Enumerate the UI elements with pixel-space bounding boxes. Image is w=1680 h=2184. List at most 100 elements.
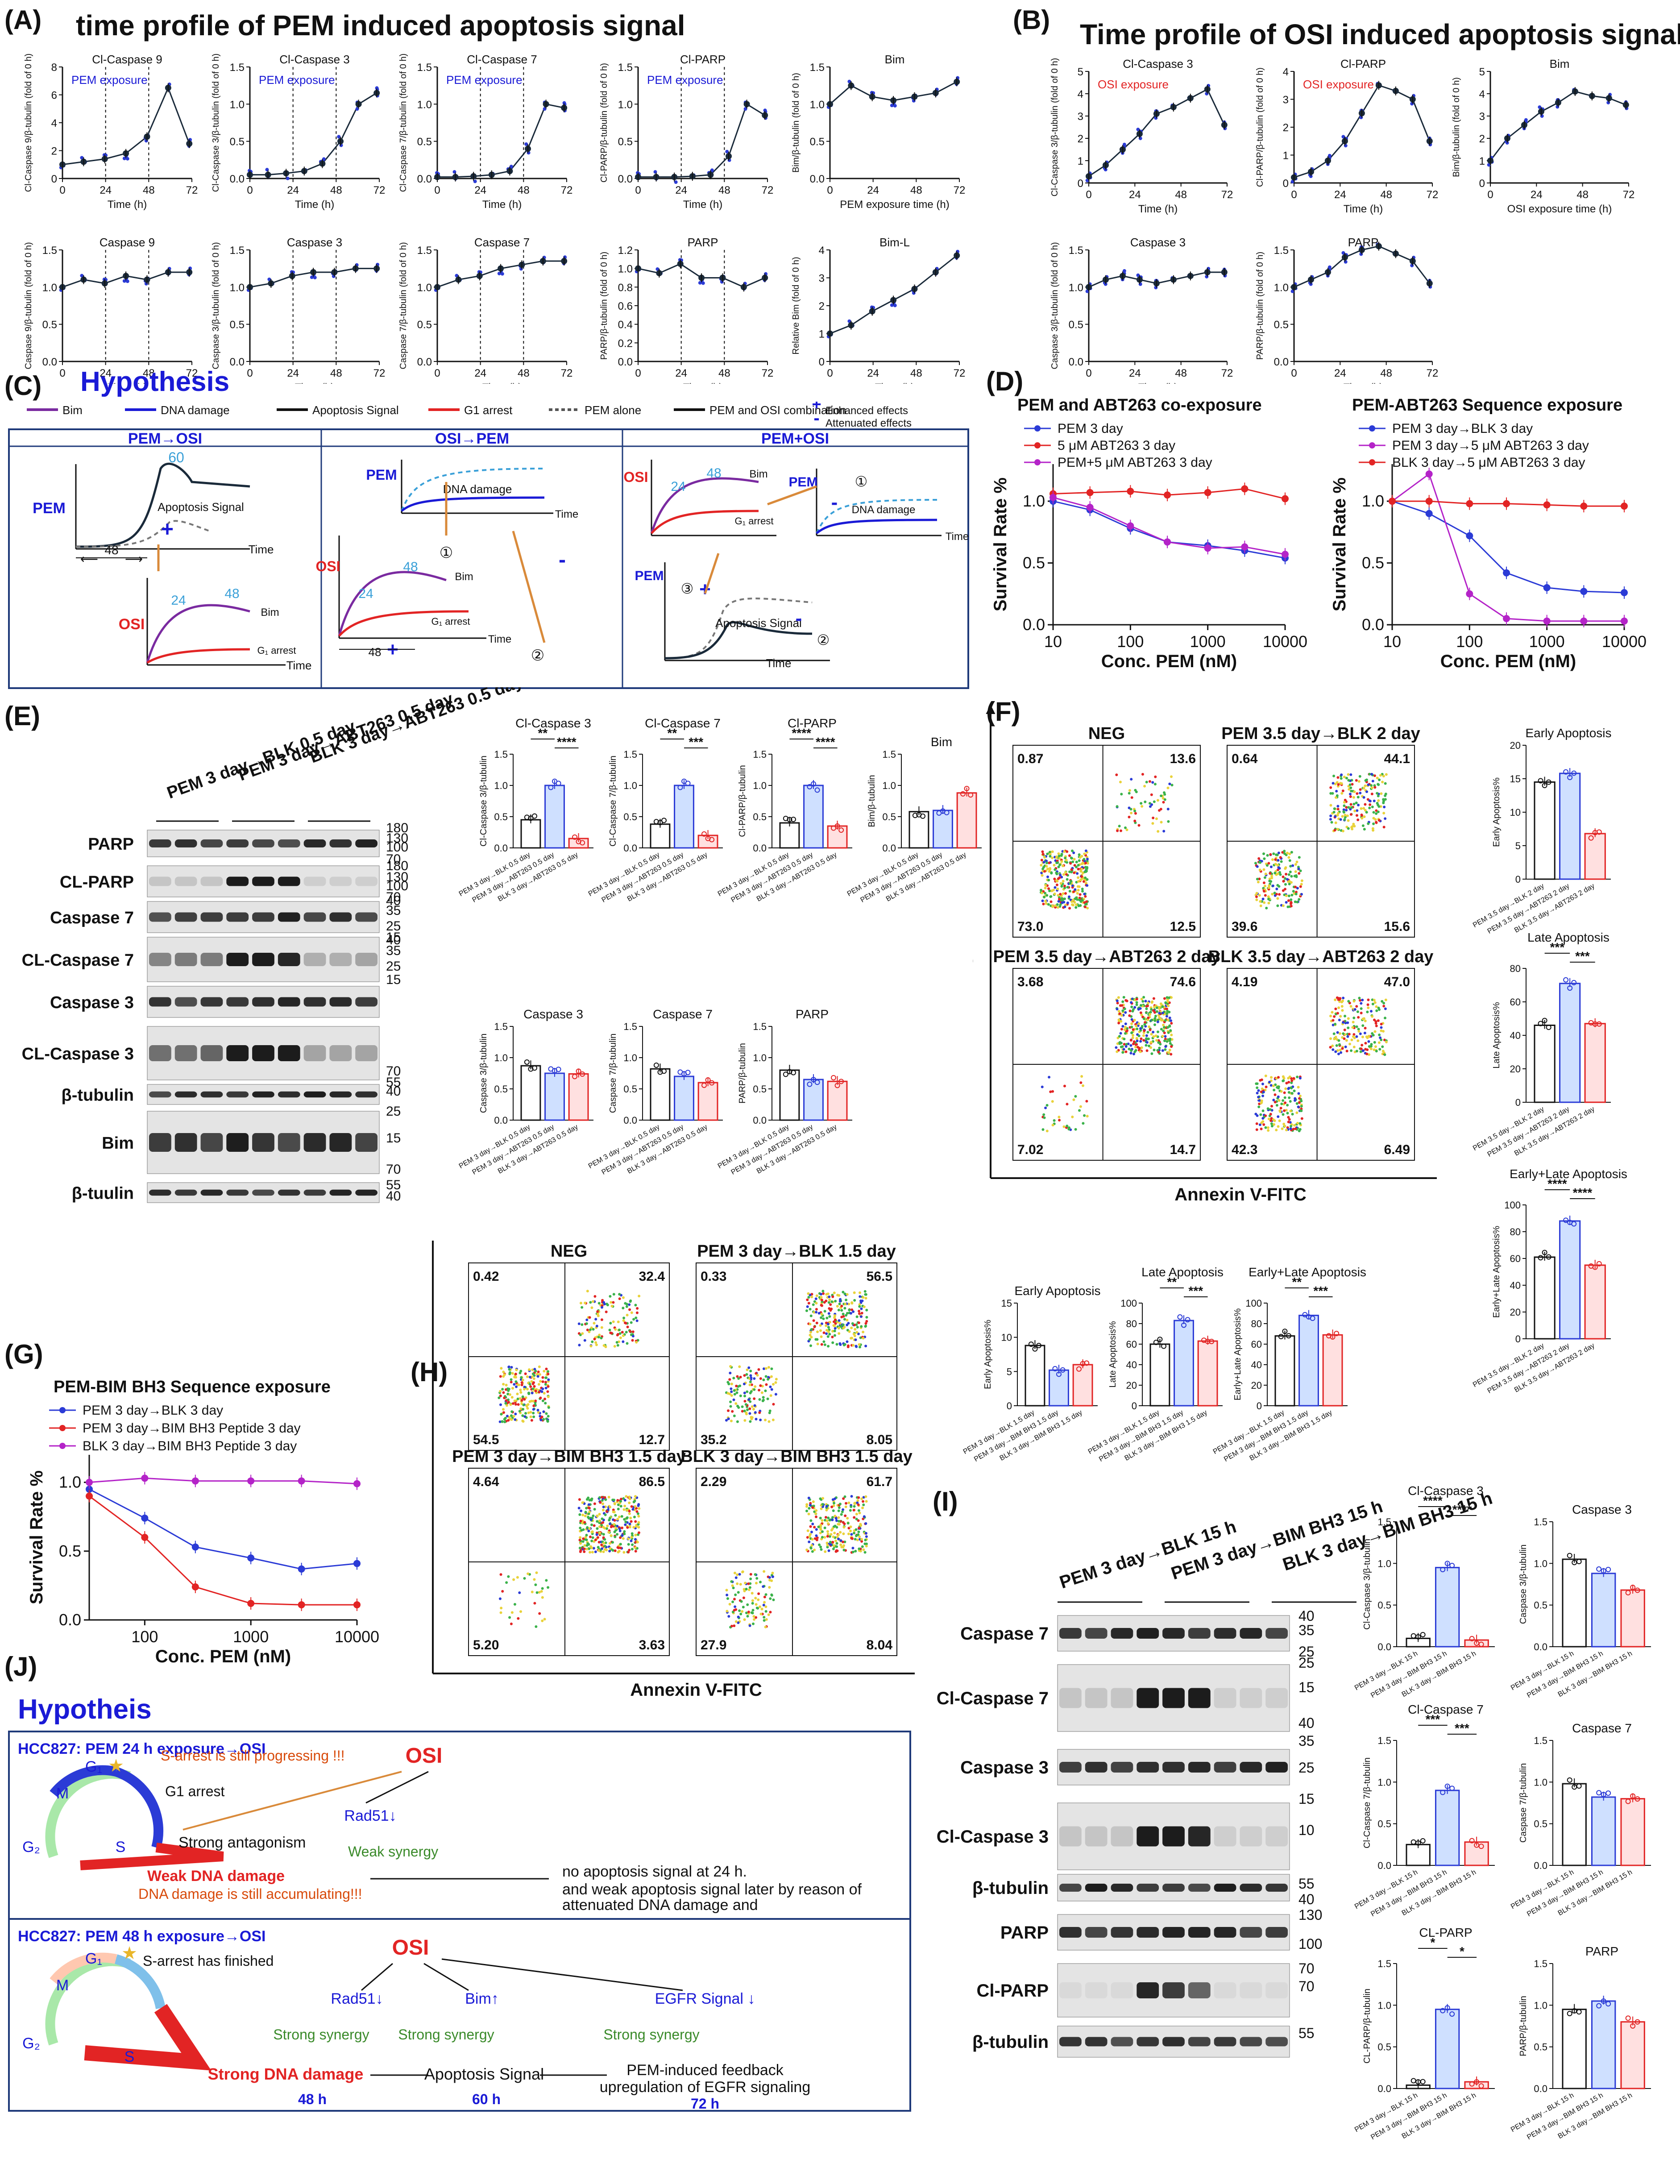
event [1273,1093,1277,1096]
legend-label: PEM and OSI combination [709,403,846,417]
event [1267,897,1270,901]
event [1166,996,1169,999]
event [1260,1121,1263,1125]
event [1371,1032,1374,1035]
event [862,1503,865,1507]
event [746,1615,749,1618]
y-tick-label: 0.0 [618,356,633,368]
event [588,1316,591,1319]
event [528,1400,531,1403]
data-point [1621,617,1628,625]
event [1264,1126,1267,1129]
chart-title: Bim-L [879,236,910,249]
event [1268,880,1271,883]
event [1284,1087,1287,1090]
event [596,1515,599,1518]
y-tick-label: 1 [1283,150,1289,162]
event [623,1518,626,1521]
bar [674,1075,694,1121]
event [808,1338,811,1341]
event [1287,873,1290,876]
x-tick-label: 72 [373,367,386,379]
event [1155,817,1158,820]
event [628,1501,631,1504]
event [630,1520,633,1523]
event [1166,1018,1170,1021]
event [604,1513,607,1516]
event [628,1303,631,1306]
y-tick-label: 1.0 [618,263,633,275]
replicate-point [1546,1025,1551,1030]
event [1347,819,1350,822]
event [1076,892,1079,895]
event [520,1383,523,1387]
event [621,1534,624,1537]
bar-chart-early-late-apoptosis: Early+Late Apoptosis020406080100Early+La… [1472,1167,1627,1395]
mw-marker: 100 [386,879,408,893]
event [1124,1011,1127,1014]
bar [803,1079,824,1121]
band [200,1091,223,1098]
event [614,1527,618,1530]
event [1294,863,1297,866]
y-tick-label: 0.0 [1274,356,1289,368]
event [753,1397,756,1400]
step-2: ② [531,647,544,664]
event [1128,1009,1132,1013]
band [278,1189,300,1196]
mw-marker: 40 [386,893,401,908]
series-line [1294,84,1431,178]
sig-mark: **** [557,735,577,749]
event [502,1411,505,1414]
event [587,1506,590,1509]
event [733,1624,736,1628]
band [355,1091,377,1098]
event [607,1531,610,1534]
event [1142,1034,1145,1037]
interaction-arrow [704,553,720,594]
event [602,1550,605,1553]
event [635,1316,638,1320]
event [734,1593,737,1596]
event [1142,996,1145,999]
event [1150,1052,1153,1055]
event [513,1399,516,1403]
event [1360,814,1363,817]
event [1071,903,1074,906]
event [823,1536,826,1539]
x-tick-label: 48 [1380,367,1392,379]
event [612,1301,615,1304]
quadrant-ll: 7.02 [1017,1142,1043,1157]
event [732,1398,735,1401]
event [1375,1024,1378,1027]
event [1085,900,1088,903]
event [1079,1081,1083,1084]
band-label: Caspase 3 [50,993,134,1012]
event [1293,1099,1296,1102]
event [842,1343,846,1346]
event [596,1536,599,1539]
x-tick-label: 24 [1129,367,1141,379]
event [625,1517,628,1520]
data-point [191,1543,199,1551]
event [626,1526,629,1529]
event [1375,809,1378,812]
event [1283,1109,1286,1112]
event [535,1571,538,1574]
event [1043,856,1046,859]
bar [1049,1369,1069,1407]
event [1334,815,1337,818]
event [1341,815,1344,818]
replicate-point [1161,1343,1166,1349]
event [852,1344,855,1347]
replicate-point [1571,1221,1577,1227]
event [1150,1008,1153,1011]
event [1334,782,1337,785]
event [737,1621,740,1624]
data-point-replicate [455,274,459,278]
band-label: β-tubulin [62,1086,134,1105]
event [834,1322,837,1325]
event [1277,1115,1280,1118]
event [630,1311,633,1314]
event [767,1378,770,1381]
